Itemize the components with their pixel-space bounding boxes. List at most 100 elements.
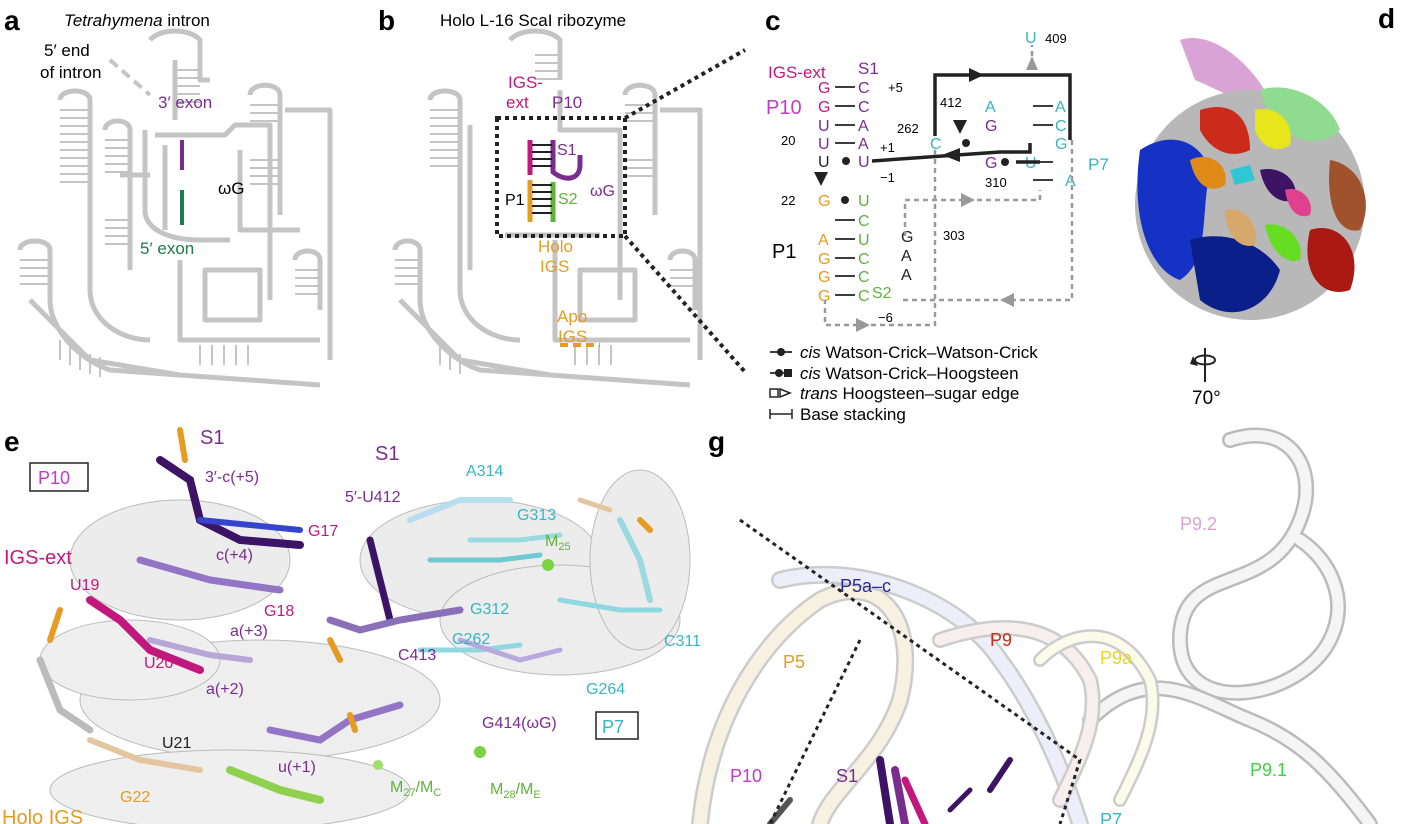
- panel-e-p10-box: [29, 462, 89, 492]
- c-right-nt-3: A: [858, 136, 869, 153]
- c-p7-nt-4: C: [1055, 118, 1067, 135]
- e-m25-label: M25: [545, 533, 571, 553]
- panel-c-num-minus1: −1: [880, 170, 895, 185]
- panel-g-zoom-box: [739, 518, 1082, 824]
- panel-e-labels: S1 S1 3′-c(+5) 5′-U412 A314 G313 M25 G17…: [2, 427, 701, 824]
- rotation-arrow-icon: [1190, 348, 1217, 382]
- panel-a-title: Tetrahymena intron: [64, 11, 210, 30]
- panel-a-5-exon-label: 5′ exon: [140, 239, 194, 258]
- c-right-nt-2: A: [858, 118, 869, 135]
- g-p10-label: P10: [730, 766, 762, 786]
- panel-b-secondary-structure: [392, 28, 703, 388]
- panel-d-density-map: [1135, 38, 1366, 320]
- c-p7-nt-8: A: [1065, 173, 1076, 190]
- e-g18-label: G18: [264, 603, 294, 620]
- e-m28-label: M28/ME: [490, 781, 541, 801]
- e-u1-label: u(+1): [278, 759, 316, 776]
- e-c262-label: C262: [452, 631, 490, 648]
- e-g414-label: G414(ωG): [482, 715, 557, 732]
- legend-item-4: Base stacking: [800, 405, 906, 424]
- panel-b-omega-g-label: ωG: [590, 183, 615, 200]
- legend-item-3: trans Hoogsteen–sugar edge: [800, 384, 1019, 403]
- panel-b-s1-strand: [550, 140, 583, 181]
- panel-d-letter: d: [1378, 3, 1395, 34]
- legend-wc-wc-symbol: [770, 348, 792, 356]
- e-u19-label: U19: [70, 577, 99, 594]
- panel-c-arrows: [814, 68, 984, 186]
- g-s1-label: S1: [836, 766, 858, 786]
- panel-b-igs-ext-label-1: IGS-: [508, 73, 543, 92]
- c-left-nt-9: G: [818, 288, 830, 305]
- panel-b-base-pair-ticks: [395, 54, 695, 374]
- legend-item-2: cis Watson-Crick–Hoogsteen: [800, 364, 1019, 383]
- c-left-nt-8: G: [818, 269, 830, 286]
- e-g264-label: G264: [586, 681, 625, 698]
- panel-c-wc-symbols: [841, 139, 1009, 204]
- e-u412-label: 5′-U412: [345, 489, 401, 506]
- panel-c-num-22: 22: [781, 193, 795, 208]
- c-p7-nt-6: G: [985, 155, 997, 172]
- e-u21-label: U21: [162, 735, 191, 752]
- panel-b-letter: b: [378, 5, 395, 36]
- e-s1-right-label: S1: [375, 443, 399, 465]
- legend-item-1: cis Watson-Crick–Watson-Crick: [800, 343, 1038, 362]
- c-right-nt-9: C: [858, 269, 870, 286]
- panel-g-labels: P9.2 P5a–c P9 P5 P9a P9.1 P10 S1 P7: [730, 514, 1287, 824]
- panel-b-apo-label-2: IGS: [558, 327, 587, 346]
- legend-stacking-symbol: [769, 409, 793, 419]
- e-a3-label: a(+3): [230, 623, 268, 640]
- c-loop-nt-1: A: [901, 248, 912, 265]
- panel-b-zoom-line-top: [624, 48, 746, 120]
- panel-a-letter: a: [4, 5, 20, 36]
- panel-g: g P9.2 P5a–c: [691, 426, 1378, 824]
- c-right-nt-4: U: [858, 154, 870, 171]
- c-right-nt-6: C: [858, 213, 870, 230]
- legend-wc-hoogsteen-symbol: [770, 369, 792, 377]
- panel-e-p10-label: P10: [38, 468, 70, 488]
- panel-b: b Holo L-16 ScaI ribozyme: [378, 5, 747, 388]
- panel-c-num-plus1: +1: [880, 140, 895, 155]
- g-p5-label: P5: [783, 652, 805, 672]
- c-right-nt-10: C: [858, 288, 870, 305]
- panel-c-loop-strand: GAA: [901, 229, 913, 284]
- e-c311-label: C311: [664, 633, 701, 650]
- panel-b-p1-label: P1: [505, 192, 525, 209]
- c-p7-nt-1: A: [985, 99, 996, 116]
- c-right-nt-5: U: [858, 193, 870, 210]
- g-p91-label: P9.1: [1250, 760, 1287, 780]
- panel-c-p10-label: P10: [766, 97, 802, 119]
- panel-b-s1-label: S1: [557, 142, 577, 159]
- c-p7-nt-3: A: [1055, 99, 1066, 116]
- panel-g-letter: g: [708, 426, 725, 457]
- e-a2-label: a(+2): [206, 681, 244, 698]
- c-left-nt-4: U: [818, 154, 830, 171]
- panel-d: d 70°: [1135, 3, 1395, 409]
- panel-b-igs-ext-label-2: ext: [506, 93, 529, 112]
- panel-c-s2-label: S2: [872, 285, 892, 302]
- panel-b-title: Holo L-16 ScaI ribozyme: [440, 11, 626, 30]
- panel-b-apo-label-1: Apo: [557, 307, 587, 326]
- e-g22-label: G22: [120, 789, 150, 806]
- e-holo-igs-label: Holo IGS: [2, 807, 83, 824]
- panel-a-intron-label: of intron: [40, 63, 101, 82]
- c-right-nt-1: C: [858, 99, 870, 116]
- panel-c-num-minus6: −6: [878, 310, 893, 325]
- c-right-nt-0: C: [858, 80, 870, 97]
- panel-d-rotation-label: 70°: [1192, 388, 1221, 409]
- e-s1-left-label: S1: [200, 427, 224, 449]
- g-p92-label: P9.2: [1180, 514, 1217, 534]
- e-m27-label: M27/MC: [390, 779, 441, 799]
- panel-b-zoom-line-bottom: [623, 234, 747, 374]
- panel-e-density-mesh: [39, 469, 691, 824]
- panel-c-num-303: 303: [943, 228, 965, 243]
- c-p7-nt-0: U: [1025, 30, 1037, 47]
- c-left-nt-7: G: [818, 251, 830, 268]
- e-c5-label: 3′-c(+5): [205, 469, 259, 486]
- panel-a-secondary-structure: [17, 28, 333, 388]
- legend-hoogsteen-sugar-symbol: [769, 387, 793, 399]
- c-left-nt-3: U: [818, 136, 830, 153]
- panel-c-p7-label: P7: [1088, 155, 1109, 174]
- panel-a-intron-end-dashes: [108, 58, 152, 97]
- panel-c-num-20: 20: [781, 133, 795, 148]
